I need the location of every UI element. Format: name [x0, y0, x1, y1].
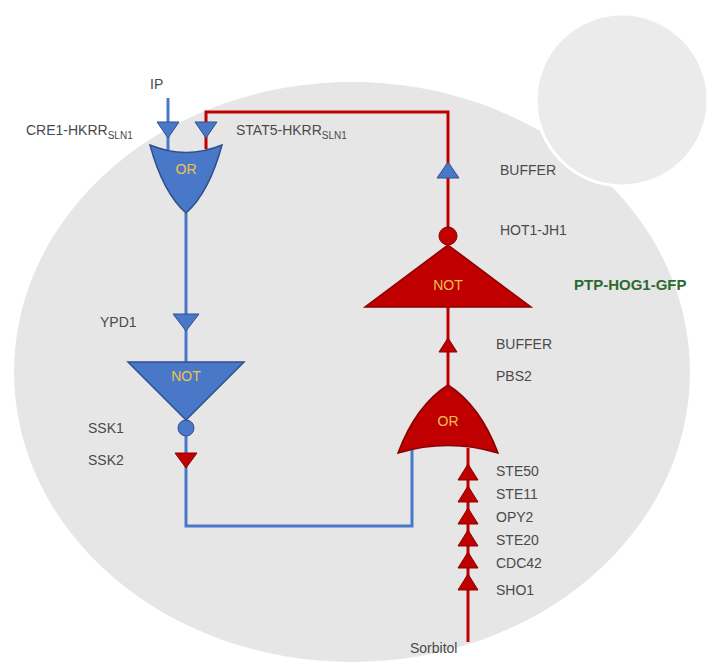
- inverter-bubble: [178, 420, 194, 436]
- yeast-bud: [536, 14, 707, 186]
- component-label: STE20: [496, 532, 539, 549]
- component-label: YPD1: [100, 314, 137, 331]
- buffer-symbol: [458, 508, 478, 524]
- cascade-symbols: [458, 464, 478, 590]
- gate-shape: [128, 362, 244, 420]
- signal-wire: [206, 112, 448, 245]
- gate-label: OR: [438, 413, 459, 429]
- subscript-label: SLN1: [322, 130, 347, 142]
- component-label: SSK1: [88, 420, 124, 437]
- component-label: STE11: [496, 486, 538, 503]
- buffer-symbol: [458, 552, 478, 568]
- component-label: IP: [150, 76, 163, 93]
- component-label: CRE1-HKRR: [26, 122, 108, 139]
- buffer-symbol: [195, 122, 217, 138]
- gate-shape: [365, 245, 531, 307]
- buffer-symbol: [157, 122, 179, 138]
- component-label: STE50: [496, 463, 539, 480]
- component-label: CDC42: [496, 555, 542, 572]
- signal-wire: [185, 213, 188, 362]
- component-label: SHO1: [496, 582, 534, 599]
- component-label: Sorbitol: [410, 640, 457, 657]
- buffer-symbol: [437, 162, 459, 178]
- buffer-symbol: [458, 464, 478, 480]
- not-gate: NOT: [128, 362, 244, 420]
- buffer-symbol: [173, 314, 199, 331]
- component-label: PBS2: [496, 368, 532, 385]
- component-label: STAT5-HKRR: [236, 122, 322, 139]
- signal-wire: [186, 420, 412, 526]
- buffer-symbol: [439, 338, 457, 352]
- component-label: OPY2: [496, 509, 533, 526]
- component-label: BUFFER: [496, 336, 552, 353]
- gate-outline: [150, 145, 222, 213]
- buffer-symbol: [175, 453, 197, 468]
- gate-label: OR: [176, 161, 197, 177]
- not-gate: NOT: [365, 245, 531, 307]
- buffer-symbol: [458, 486, 478, 502]
- gate-label: NOT: [171, 368, 201, 384]
- component-label: HOT1-JH1: [500, 222, 567, 239]
- subscript-label: SLN1: [108, 130, 133, 142]
- or-gate: OR: [398, 385, 498, 453]
- inverter-bubble: [439, 227, 457, 245]
- component-label: SSK2: [88, 452, 124, 469]
- component-label: PTP-HOG1-GFP: [574, 276, 687, 294]
- gate-shape: [150, 145, 222, 213]
- gate-label: NOT: [433, 277, 463, 293]
- buffer-symbol: [458, 574, 478, 590]
- gate-shape: [398, 385, 498, 453]
- component-label: BUFFER: [500, 162, 556, 179]
- or-gate: OR: [150, 145, 222, 213]
- gate-outline: [365, 245, 531, 307]
- buffer-symbol: [458, 530, 478, 546]
